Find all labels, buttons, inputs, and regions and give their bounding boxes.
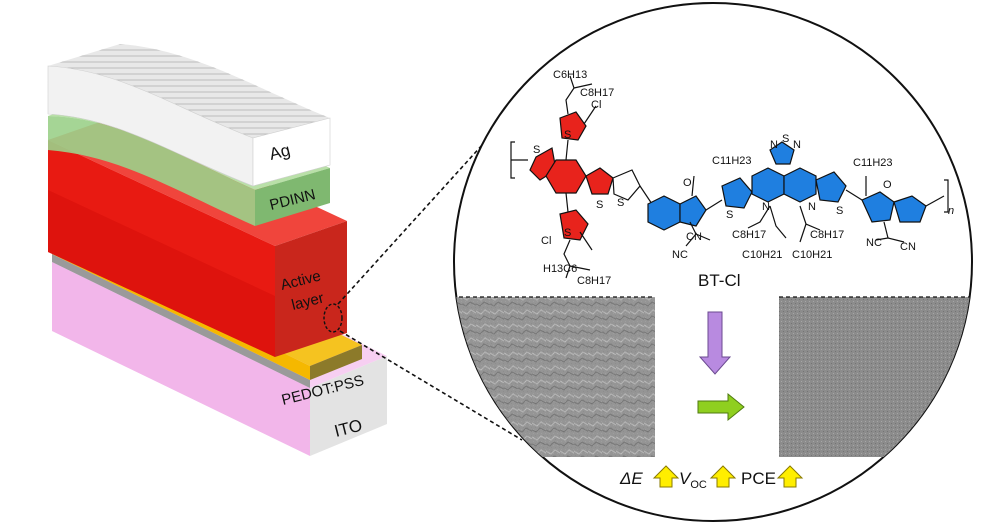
svg-text:C10H21: C10H21 — [742, 249, 782, 261]
svg-text:CN: CN — [900, 241, 916, 253]
afm-image-after — [779, 297, 972, 457]
svg-text:NC: NC — [672, 249, 688, 261]
svg-text:H13C6: H13C6 — [543, 263, 577, 275]
voc-label: VOC — [679, 469, 707, 491]
svg-text:S: S — [533, 144, 540, 156]
molecule-name: BT-Cl — [698, 271, 741, 290]
svg-text:S: S — [564, 227, 571, 239]
ag-layer — [47, 44, 331, 187]
svg-text:C11H23: C11H23 — [712, 155, 752, 167]
svg-text:C8H17: C8H17 — [810, 229, 844, 241]
arrow-right-green — [697, 392, 745, 422]
arrow-down-purple — [698, 311, 732, 375]
svg-text:C11H23: C11H23 — [853, 157, 893, 169]
svg-text:N: N — [762, 201, 770, 213]
svg-text:Cl: Cl — [591, 99, 601, 111]
pce-up-arrow — [776, 465, 804, 488]
svg-text:S: S — [836, 205, 843, 217]
svg-text:C8H17: C8H17 — [577, 275, 611, 287]
svg-text:S: S — [564, 129, 571, 141]
svg-text:O: O — [683, 177, 692, 189]
bt-cl-structure — [510, 75, 949, 279]
delta-e-up-arrow — [652, 465, 680, 488]
delta-e-label: ΔE — [619, 469, 643, 488]
svg-text:S: S — [617, 197, 624, 209]
voc-up-arrow — [709, 465, 737, 488]
svg-text:C10H21: C10H21 — [792, 249, 832, 261]
svg-text:C8H17: C8H17 — [732, 229, 766, 241]
svg-text:N: N — [793, 139, 801, 151]
svg-text:N: N — [808, 201, 816, 213]
molecule-labels: C6H13 C8H17 Cl S S S S S Cl H13C6 C8H17 … — [533, 69, 954, 287]
zoom-line-top — [337, 121, 504, 305]
svg-text:NC: NC — [866, 237, 882, 249]
pce-label: PCE — [741, 469, 776, 488]
svg-text:CN: CN — [686, 231, 702, 243]
svg-text:C6H13: C6H13 — [553, 69, 587, 81]
svg-text:N: N — [770, 139, 778, 151]
label-ag: Ag — [267, 140, 292, 163]
svg-text:n: n — [948, 205, 954, 217]
svg-text:S: S — [782, 133, 789, 145]
zoom-ellipse — [323, 303, 343, 333]
svg-text:C8H17: C8H17 — [580, 87, 614, 99]
svg-text:O: O — [883, 179, 892, 191]
zoom-line-bottom — [339, 330, 523, 441]
svg-text:S: S — [596, 199, 603, 211]
svg-text:S: S — [726, 209, 733, 221]
svg-text:Cl: Cl — [541, 235, 551, 247]
substrate-edge — [52, 254, 310, 388]
